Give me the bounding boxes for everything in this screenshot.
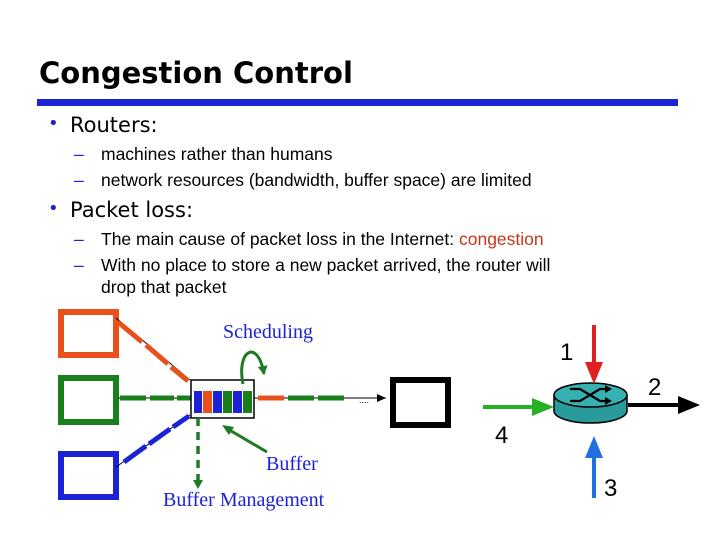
queued-packet <box>223 391 232 413</box>
congestion-highlight: congestion <box>458 229 544 249</box>
dash-icon: – <box>74 255 84 275</box>
orange-host-box <box>58 309 119 358</box>
buffer-label: Buffer <box>266 453 318 475</box>
bullet-dot-icon: • <box>48 113 59 134</box>
sub-bullet-text: The main cause of packet loss in the Int… <box>101 229 459 249</box>
scheduling-label: Scheduling <box>223 321 313 343</box>
bullet-routers: • Routers: <box>48 113 158 137</box>
bullet-packet-loss: • Packet loss: <box>48 198 194 222</box>
sub-bullet: – network resources (bandwidth, buffer s… <box>74 170 532 191</box>
queued-packet <box>203 391 212 413</box>
dash-icon: – <box>74 229 84 249</box>
dash-icon: – <box>74 170 84 190</box>
port-4-arrow-head <box>532 398 554 416</box>
port-3-arrow-head <box>585 436 603 458</box>
sub-bullet: – The main cause of packet loss in the I… <box>74 229 544 250</box>
title-underline <box>37 99 678 106</box>
sub-bullet: – With no place to store a new packet ar… <box>74 255 551 276</box>
port-1-arrow-head <box>585 362 603 384</box>
sub-bullet: – machines rather than humans <box>74 144 333 165</box>
queued-packet <box>233 391 242 413</box>
buffer-management-label: Buffer Management <box>163 489 325 511</box>
blue-flow-link <box>115 413 191 468</box>
buffer-management-arrow-head <box>193 480 203 489</box>
sub-bullet-text: machines rather than humans <box>101 144 333 164</box>
port-4-label: 4 <box>495 422 508 449</box>
buffer-arrow-head <box>222 425 234 435</box>
orange-flow-link <box>115 317 191 383</box>
green-host-box <box>58 375 119 425</box>
bullet-dot-icon: • <box>48 198 59 219</box>
destination-host-box <box>390 377 451 428</box>
dash-icon: – <box>74 144 84 164</box>
queued-packet <box>243 391 252 413</box>
sub-bullet-text: network resources (bandwidth, buffer spa… <box>101 170 532 190</box>
scheduling-arrow <box>240 350 268 385</box>
ellipsis-label: .... <box>359 395 369 405</box>
sub-bullet-text: With no place to store a new packet arri… <box>101 255 551 275</box>
port-3-label: 3 <box>604 475 617 502</box>
port-1-label: 1 <box>560 339 573 366</box>
queued-packet <box>213 391 222 413</box>
queued-packet <box>194 391 202 413</box>
bullet-label: Routers: <box>70 113 158 137</box>
router-icon <box>553 382 628 424</box>
port-2-arrow-head <box>678 396 700 414</box>
sub-bullet-continuation: drop that packet <box>101 277 227 297</box>
port-2-label: 2 <box>648 374 661 401</box>
slide-title: Congestion Control <box>39 56 353 90</box>
buffer-arrow <box>225 426 268 454</box>
bullet-label: Packet loss: <box>70 198 194 222</box>
blue-host-box <box>58 451 119 500</box>
